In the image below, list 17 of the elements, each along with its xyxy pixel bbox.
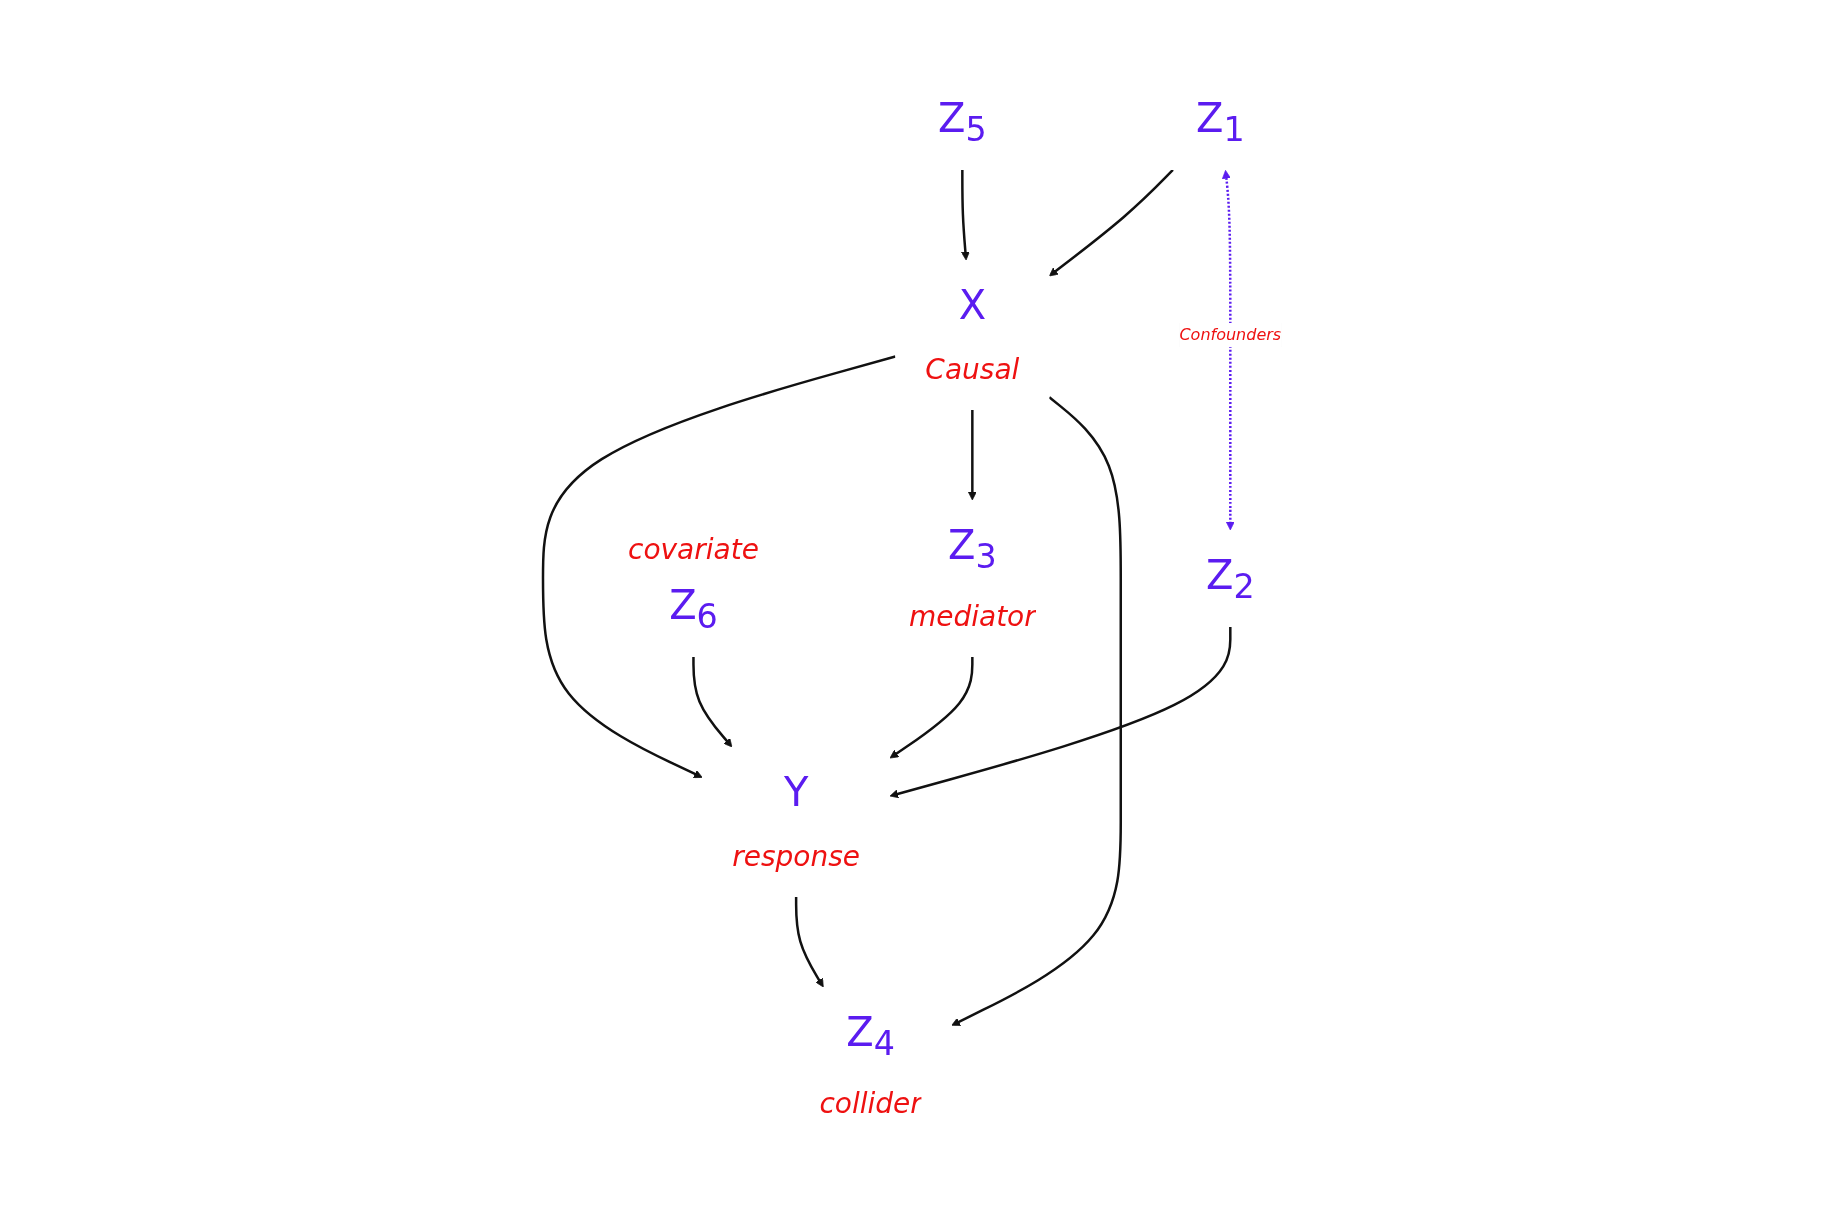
node-text: Z$_{2}$: [1205, 551, 1255, 606]
node-text: X Causal: [925, 281, 1020, 386]
arrow: [794, 896, 824, 987]
arrow: [1048, 168, 1174, 276]
arrow: [960, 169, 970, 260]
arrow: [541, 354, 896, 778]
node-text: covariate Z$_{6}$: [627, 532, 759, 636]
edge-label: Confounders: [1179, 324, 1281, 344]
arrow: [951, 395, 1122, 1026]
node-text: Z$_{5}$: [937, 94, 987, 149]
arrow: [889, 656, 974, 758]
arrow: [691, 656, 733, 747]
arrow: [1221, 169, 1235, 530]
arrow: [889, 626, 1232, 798]
node-text: Y response: [731, 768, 860, 873]
node-text: Z$_{1}$: [1195, 94, 1245, 149]
arrow: [967, 409, 977, 500]
